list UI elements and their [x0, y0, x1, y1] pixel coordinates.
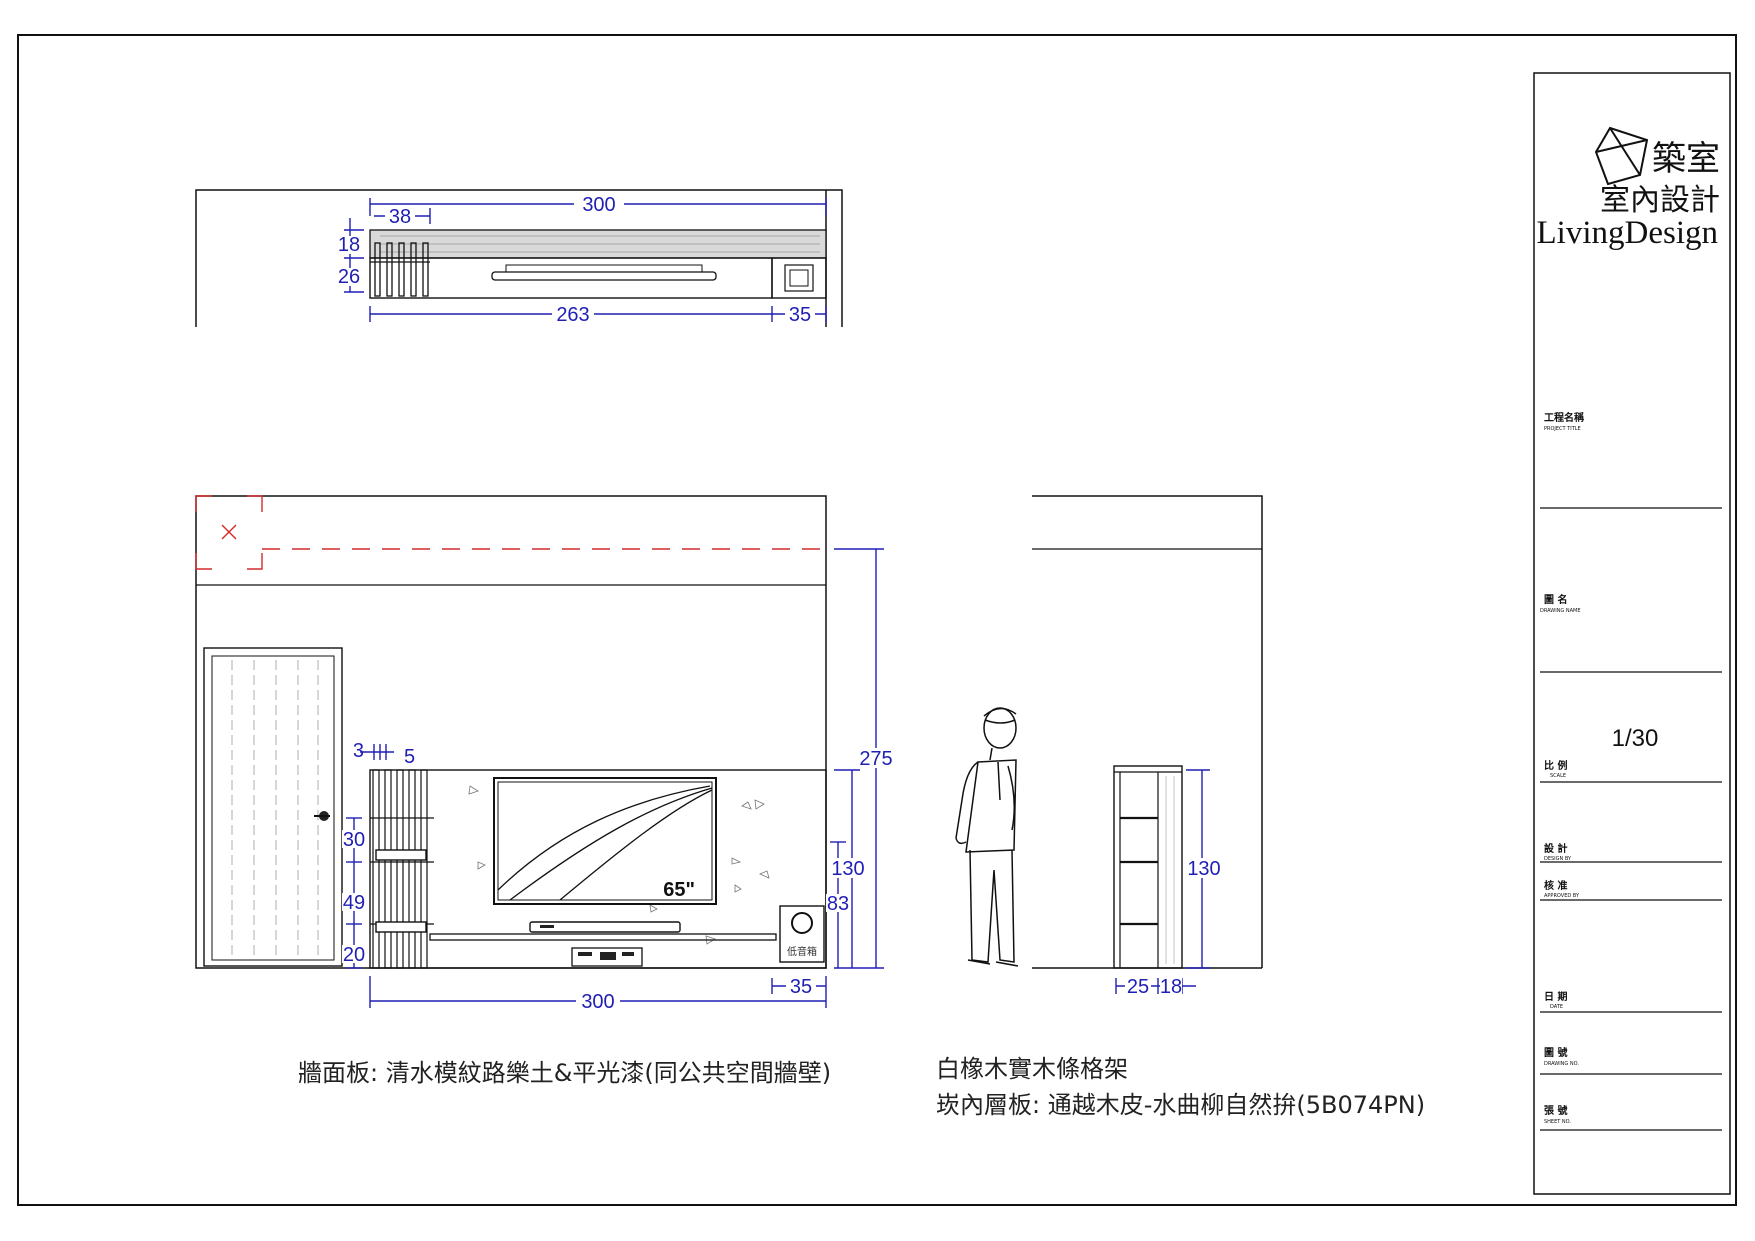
- label-project-title-en: PROJECT TITLE: [1544, 426, 1581, 432]
- tv: [493, 777, 717, 905]
- dim-slat-width: 5: [404, 746, 415, 768]
- dim-speaker-width: 35: [790, 976, 812, 998]
- label-date-en: DATE: [1550, 1004, 1563, 1010]
- logo-en: LivingDesign: [1537, 215, 1718, 251]
- label-project-title: 工程名稱: [1544, 411, 1584, 424]
- label-sheet-no: 張 號: [1544, 1104, 1567, 1117]
- scale-value: 1/30: [1612, 725, 1659, 752]
- human-scale-figure: [955, 707, 1019, 967]
- plan-cabinet: [369, 257, 773, 299]
- door: [203, 647, 343, 967]
- label-scale: 比 例: [1544, 759, 1567, 772]
- subwoofer: [779, 905, 825, 963]
- plan-dim-overall: 300: [582, 194, 615, 216]
- dim-slat-gap: 3: [353, 740, 364, 762]
- side-dim-depth-b: 18: [1160, 976, 1182, 998]
- plan-dim-depth-bottom: 26: [338, 266, 360, 288]
- label-drawing-no-en: DRAWING NO.: [1544, 1061, 1579, 1067]
- label-approved-en: APPROVED BY: [1544, 893, 1580, 899]
- plan-dim-end: 35: [789, 304, 811, 326]
- logo-cn-2: 室內設計: [1600, 183, 1720, 218]
- dim-panel-height: 130: [831, 858, 864, 880]
- floating-shelf: [429, 933, 777, 941]
- label-approved: 核 准: [1544, 879, 1567, 892]
- label-drawing-name: 圖 名: [1544, 593, 1567, 606]
- side-dim-depth-a: 25: [1127, 976, 1149, 998]
- tv-wall-panel: [369, 769, 827, 969]
- av-receiver: [571, 947, 643, 967]
- dim-shelf-2: 49: [343, 892, 365, 914]
- note-shelf-material: 白橡木實木條格架: [936, 1055, 1128, 1083]
- plan-dim-slats: 38: [389, 206, 411, 228]
- front-elevation: 65" 低音箱 275: [195, 495, 896, 1013]
- company-logo-icon: [1594, 126, 1649, 186]
- tv-size-label: 65": [663, 879, 695, 901]
- dim-shelf-1: 30: [343, 829, 365, 851]
- label-scale-en: SCALE: [1550, 773, 1566, 779]
- label-drawing-name-en: DRAWING NAME: [1540, 608, 1581, 614]
- side-dim-height: 130: [1187, 858, 1220, 880]
- note-wall-panel: 牆面板: 清水模紋路樂土&平光漆(同公共空間牆壁): [298, 1059, 831, 1087]
- subwoofer-label: 低音箱: [787, 945, 817, 958]
- plan-end-box: [771, 257, 827, 299]
- dim-speaker-height: 83: [827, 893, 849, 915]
- label-design-en: DESIGN BY: [1544, 856, 1572, 862]
- side-elevation: 130 25 18: [1032, 495, 1263, 998]
- label-drawing-no: 圖 號: [1544, 1046, 1567, 1059]
- logo-cn-1: 築室: [1652, 139, 1720, 179]
- dim-ceiling-height: 275: [859, 748, 892, 770]
- sheet-border: [17, 34, 1737, 1206]
- soundbar: [529, 921, 681, 933]
- side-shelf-unit: [1113, 765, 1183, 969]
- plan-tv: [491, 271, 717, 281]
- plan-view: 300 38 18 26 263 35: [195, 189, 843, 327]
- note-inner-board: 崁內層板: 通越木皮-水曲柳自然拚(5B074PN): [936, 1091, 1425, 1119]
- label-design: 設 計: [1544, 842, 1567, 855]
- title-block: 築室 室內設計 LivingDesign 工程名稱 PROJECT TITLE …: [1533, 72, 1731, 1195]
- plan-dim-cabinet: 263: [556, 304, 589, 326]
- plan-dim-depth-top: 18: [338, 234, 360, 256]
- dim-shelf-3: 20: [343, 944, 365, 966]
- label-sheet-no-en: SHEET NO.: [1544, 1119, 1571, 1125]
- label-date: 日 期: [1544, 990, 1567, 1003]
- dim-overall-width: 300: [581, 991, 614, 1013]
- front-wall-outline: [195, 495, 827, 969]
